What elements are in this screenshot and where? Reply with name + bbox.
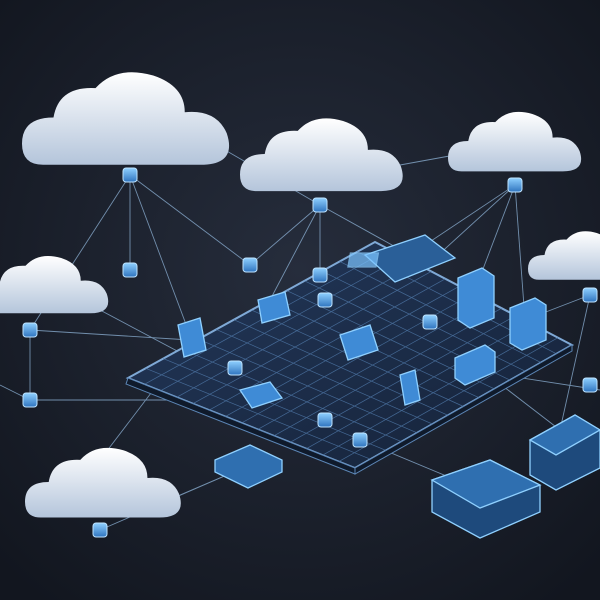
cube-node-icon	[227, 360, 243, 376]
grid-line	[273, 307, 502, 437]
cube-node-icon	[122, 262, 138, 278]
tablet-icon	[347, 234, 457, 283]
grid-line	[339, 261, 542, 363]
grid-line	[257, 300, 488, 430]
cube-node-icon	[352, 432, 368, 448]
cube-node-icon	[317, 412, 333, 428]
cube-node-icon	[22, 392, 38, 408]
cube-node-icon	[22, 322, 38, 338]
cube-node-icon	[582, 377, 598, 393]
device-box-icon	[214, 291, 600, 539]
cube-node-icon	[507, 177, 523, 193]
cube-node-icon	[422, 314, 438, 330]
cube-node-icon	[92, 522, 108, 538]
cube-node-icon	[312, 267, 328, 283]
server-rack-icon	[177, 267, 547, 406]
devices	[177, 234, 600, 539]
grid-line	[338, 337, 559, 462]
network-nodes	[22, 167, 598, 538]
cube-node-icon	[122, 167, 138, 183]
cube-node-icon	[242, 257, 258, 273]
cube-node-icon	[317, 292, 333, 308]
cube-node-icon	[312, 197, 328, 213]
cube-node-icon	[582, 287, 598, 303]
